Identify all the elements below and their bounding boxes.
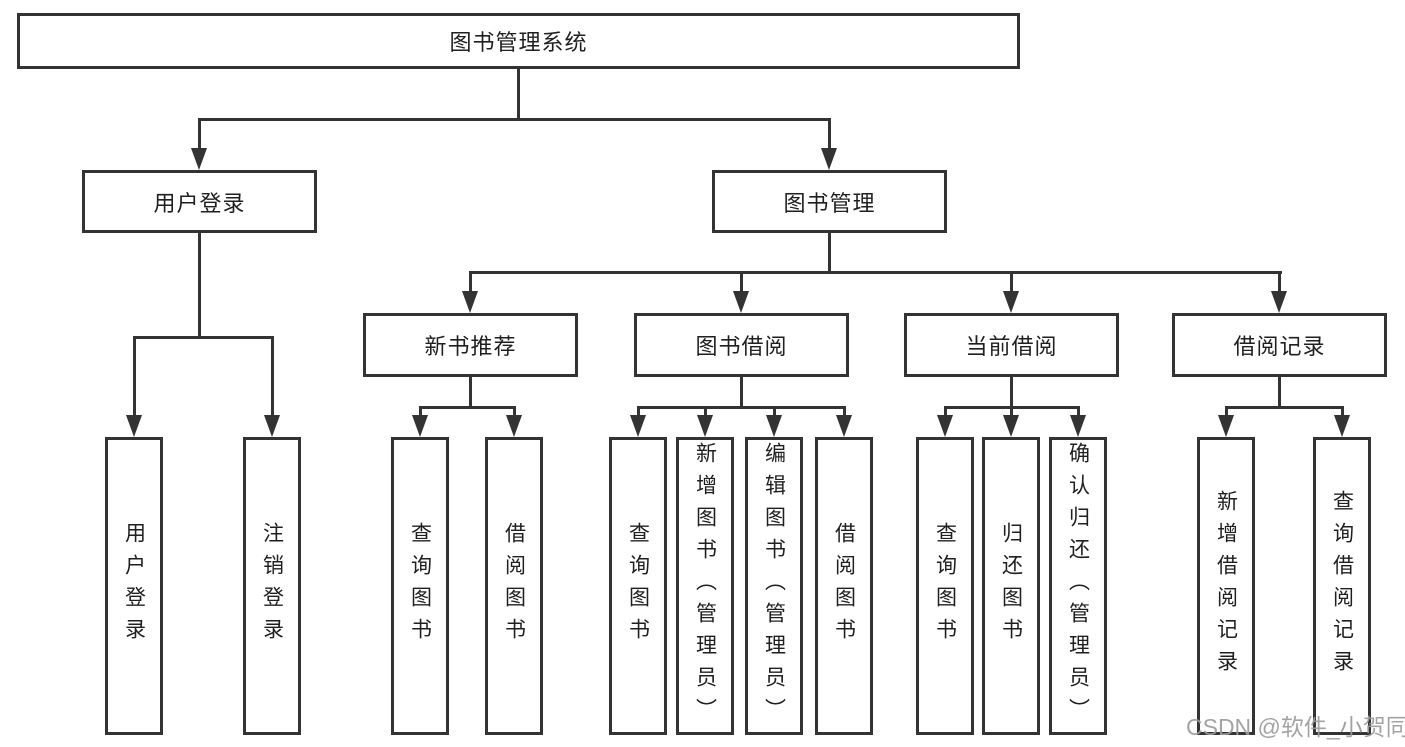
connector-leaf-stem [1225,406,1228,419]
arrowhead-leaf-nb-borrow [506,415,522,437]
leaf-bb-add-books-admin-label: 新增图书（管理员） [693,442,717,730]
connector-new-books-stem [469,271,472,295]
node-borrowing-records: 借阅记录 [1172,313,1387,377]
arrowhead-book-management [821,148,837,170]
node-new-book-recommendation-label: 新书推荐 [424,334,517,359]
leaf-logout-label: 注销登录 [260,522,284,650]
connector-book-borrowing-stem [740,271,743,295]
connector-leaf-user-login-stem [133,336,136,419]
node-borrowing-records-label: 借阅记录 [1233,334,1326,359]
leaf-user-login: 用户登录 [105,437,163,735]
arrowhead-user-login [191,148,207,170]
connector-bb-bar [637,406,846,409]
connector-root-stub [517,67,520,121]
connector-book-management-stem [828,118,831,152]
node-user-login: 用户登录 [82,170,317,233]
node-root: 图书管理系统 [17,13,1020,69]
arrowhead-book-borrowing [733,291,749,313]
arrowhead-leaf-user-login [126,415,142,437]
node-book-borrowing-label: 图书借阅 [695,334,788,359]
leaf-cb-return-books: 归还图书 [982,437,1040,735]
arrowhead-leaf-bb-add [697,415,713,437]
arrowhead-leaf-cb-return [1003,415,1019,437]
arrowhead-leaf-cb-confirm [1070,415,1086,437]
leaf-nb-query-books: 查询图书 [391,437,449,735]
connector-cb-down [1010,374,1013,409]
leaf-br-add-record-label: 新增借阅记录 [1214,490,1238,682]
connector-leaf-stem [1010,406,1013,419]
connector-level3-bar [469,271,1282,274]
arrowhead-current-borrowing [1003,291,1019,313]
connector-leaf-stem [704,406,707,419]
watermark: CSDN @软件_小贺同学 [1186,714,1405,740]
connector-borrowing-records-stem [1278,271,1281,295]
leaf-cb-confirm-return-admin: 确认归还（管理员） [1049,437,1107,735]
connector-br-down [1278,374,1281,409]
leaf-nb-query-books-label: 查询图书 [408,522,432,650]
leaf-cb-confirm-return-admin-label: 确认归还（管理员） [1066,442,1090,730]
arrowhead-leaf-cb-query [937,415,953,437]
connector-bb-down [740,374,743,409]
arrowhead-borrowing-records [1271,291,1287,313]
leaf-cb-query-books-label: 查询图书 [933,522,957,650]
connector-br-bar [1225,406,1344,409]
leaf-bb-borrow-books-label: 借阅图书 [832,522,856,650]
leaf-br-query-record: 查询借阅记录 [1313,437,1371,735]
connector-user-login-down [198,230,201,339]
connector-user-login-bar [133,336,274,339]
connector-leaf-stem [419,406,422,419]
arrowhead-leaf-bb-query [630,415,646,437]
leaf-bb-edit-books-admin: 编辑图书（管理员） [745,437,803,735]
connector-leaf-logout-stem [271,336,274,419]
connector-leaf-stem [1077,406,1080,419]
leaf-bb-borrow-books: 借阅图书 [815,437,873,735]
node-book-management: 图书管理 [712,170,947,233]
arrowhead-leaf-logout [264,415,280,437]
connector-leaf-stem [773,406,776,419]
arrowhead-leaf-bb-borrow [836,415,852,437]
connector-user-login-stem [198,118,201,152]
connector-level2-bar [198,118,831,121]
connector-nb-down [469,374,472,409]
arrowhead-leaf-bb-edit [766,415,782,437]
node-book-management-label: 图书管理 [783,190,876,216]
leaf-nb-borrow-books-label: 借阅图书 [502,522,526,650]
leaf-br-query-record-label: 查询借阅记录 [1330,490,1354,682]
leaf-user-login-label: 用户登录 [122,522,146,650]
connector-leaf-stem [843,406,846,419]
leaf-cb-query-books: 查询图书 [916,437,974,735]
arrowhead-new-books [462,291,478,313]
leaf-bb-add-books-admin: 新增图书（管理员） [676,437,734,735]
connector-book-management-down [828,230,831,274]
connector-leaf-stem [944,406,947,419]
node-user-login-label: 用户登录 [153,190,246,216]
leaf-br-add-record: 新增借阅记录 [1197,437,1255,735]
node-current-borrowing-label: 当前借阅 [965,334,1058,359]
node-book-borrowing: 图书借阅 [634,313,849,377]
leaf-bb-edit-books-admin-label: 编辑图书（管理员） [762,442,786,730]
arrowhead-leaf-br-add [1218,415,1234,437]
leaf-nb-borrow-books: 借阅图书 [485,437,543,735]
connector-leaf-stem [513,406,516,419]
connector-current-borrowing-stem [1010,271,1013,295]
node-root-label: 图书管理系统 [449,30,588,55]
leaf-logout: 注销登录 [243,437,301,735]
connector-leaf-stem [1341,406,1344,419]
leaf-bb-query-books-label: 查询图书 [626,522,650,650]
node-new-book-recommendation: 新书推荐 [363,313,578,377]
arrowhead-leaf-br-query [1334,415,1350,437]
leaf-bb-query-books: 查询图书 [609,437,667,735]
leaf-cb-return-books-label: 归还图书 [999,522,1023,650]
connector-leaf-stem [637,406,640,419]
connector-nb-bar [419,406,516,409]
arrowhead-leaf-nb-query [412,415,428,437]
node-current-borrowing: 当前借阅 [904,313,1119,377]
